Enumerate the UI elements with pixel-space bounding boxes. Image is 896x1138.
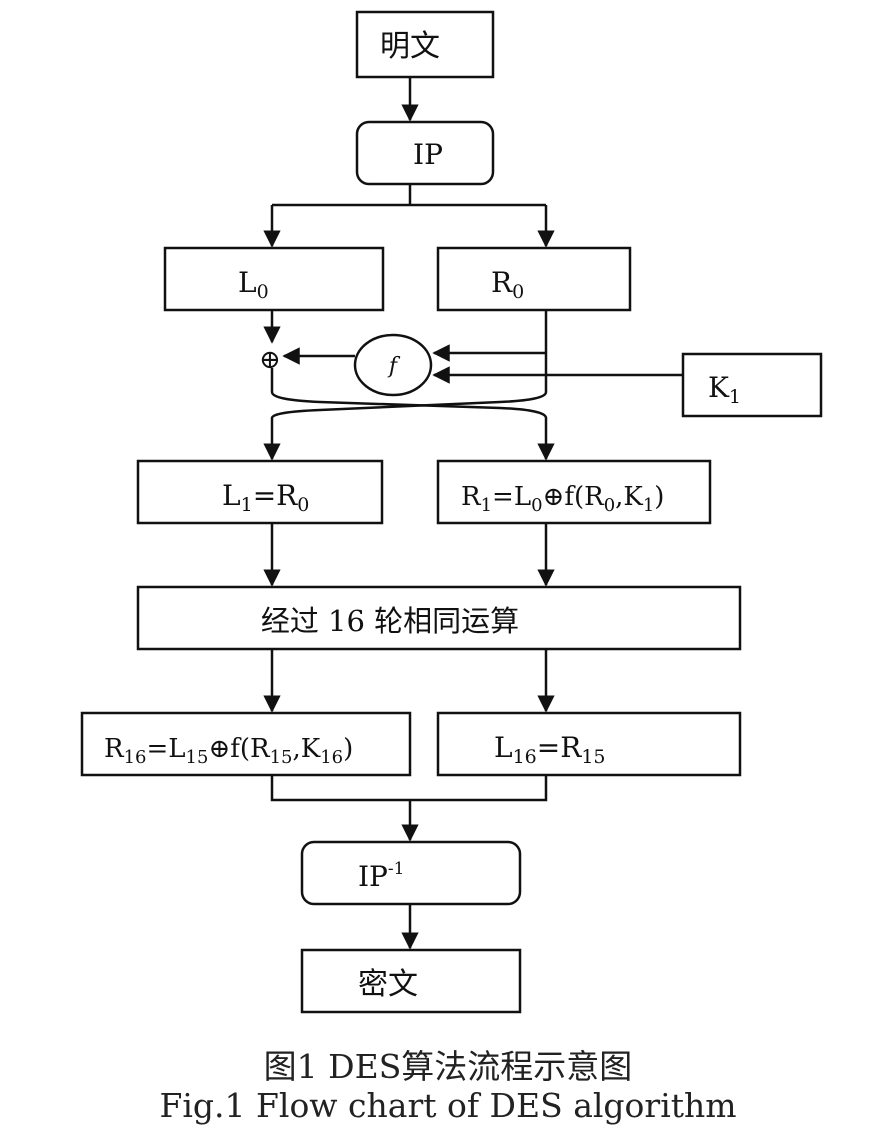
- figure-caption-chinese: 图1 DES算法流程示意图: [263, 1047, 633, 1086]
- f-label: f: [387, 354, 401, 379]
- ip-label: IP: [413, 138, 443, 171]
- ciphertext-label: 密文: [358, 967, 418, 1002]
- l1-label: L1=R0: [222, 479, 309, 516]
- r1-label: R1=L0⊕f(R0,K1): [461, 482, 664, 516]
- rounds-box: [136, 585, 742, 651]
- l16-label: L16=R15: [494, 731, 606, 768]
- r0-box: [436, 246, 632, 312]
- merge-line: [270, 775, 548, 802]
- cross-line-r-to-l: [270, 372, 548, 419]
- plaintext-label: 明文: [380, 29, 440, 64]
- rounds-label: 经过 16 轮相同运算: [261, 604, 519, 638]
- cross-line-l-to-r: [270, 368, 548, 419]
- k1-label: K1: [708, 371, 741, 408]
- l1-box: [136, 459, 384, 525]
- plaintext-box: [355, 10, 495, 79]
- des-flowchart: 明文 IP L0 R0 ⊕ f K1 L1=R0 R1=L0⊕f(R0,K1) …: [80, 10, 823, 1014]
- l0-box: [163, 246, 385, 312]
- r0-label: R0: [491, 266, 524, 303]
- ciphertext-box: [300, 948, 522, 1014]
- l0-label: L0: [238, 266, 269, 303]
- figure-caption-english: Fig.1 Flow chart of DES algorithm: [159, 1086, 737, 1125]
- k1-box: [681, 352, 823, 418]
- xor-symbol: ⊕: [259, 345, 281, 375]
- ip-inverse-label: IP-1: [358, 859, 404, 893]
- f-function-node: [353, 333, 433, 397]
- r16-box: [80, 711, 412, 777]
- r16-label: R16=L15⊕f(R15,K16): [104, 734, 353, 768]
- r1-box: [436, 459, 712, 525]
- l16-box: [436, 711, 742, 777]
- ip-box: [355, 120, 495, 186]
- ip-inverse-box: [300, 840, 522, 906]
